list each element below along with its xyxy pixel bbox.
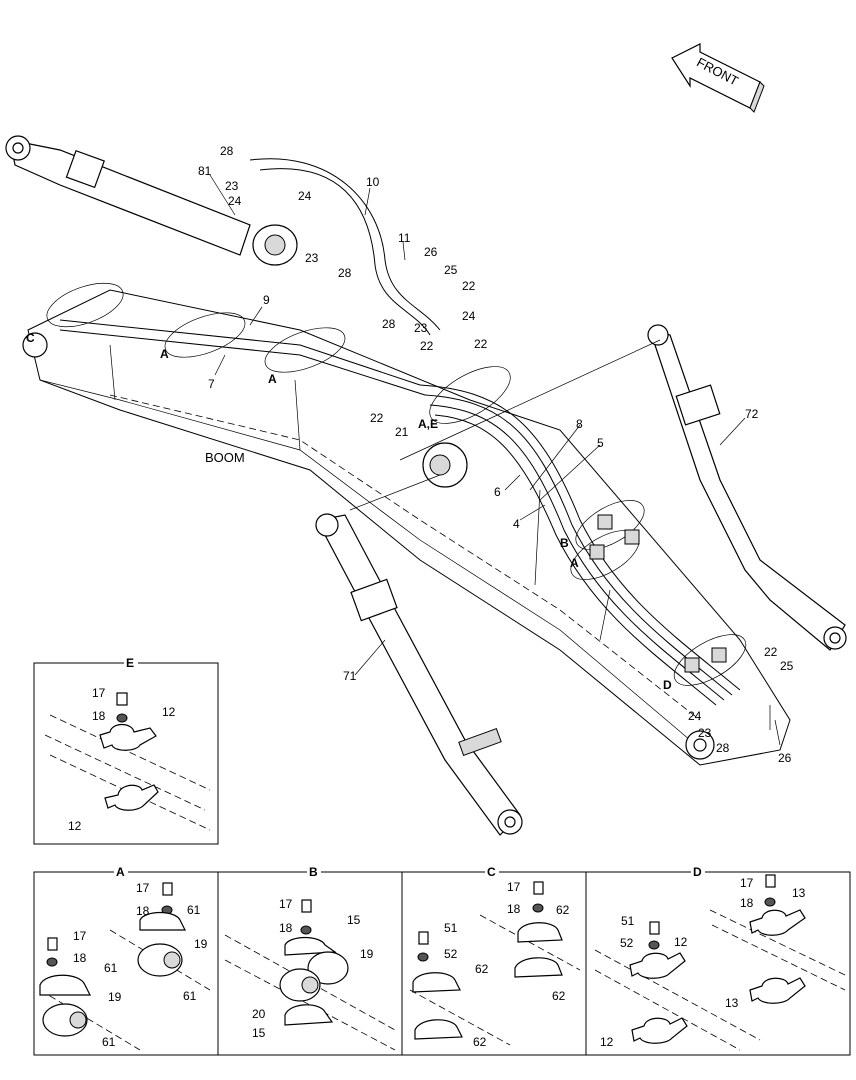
callouts: 81 28 23 24 24 23 28 10 11 26 25 22 28 2… [26,144,794,765]
detail-d-12a: 12 [674,935,688,949]
detail-c-62a: 62 [556,903,570,917]
callout-72: 72 [745,407,759,421]
detail-c-17: 17 [507,880,521,894]
detail-a-18b: 18 [73,951,87,965]
detail-c-62d: 62 [473,1035,487,1049]
detail-d-13a: 13 [792,886,806,900]
detail-c-title: C [487,865,496,879]
detail-d-18: 18 [740,896,754,910]
callout-a: A [570,556,579,570]
detail-c-52: 52 [444,947,458,961]
detail-e-title: E [126,656,134,670]
detail-d-17: 17 [740,876,754,890]
callout-25: 25 [444,263,458,277]
boom: BOOM [22,289,791,766]
callout-23: 23 [414,321,428,335]
callout-6: 6 [494,485,501,499]
callout-a: A [268,372,277,386]
front-arrow: FRONT [671,43,765,113]
detail-d-13b: 13 [725,996,739,1010]
detail-b-17: 17 [279,897,293,911]
detail-b-19: 19 [360,947,374,961]
detail-b-18: 18 [279,921,293,935]
callout-4: 4 [513,517,520,531]
detail-e-12a: 12 [162,705,176,719]
callout-24: 24 [298,189,312,203]
callout-b: B [560,536,569,550]
detail-c: C 17 18 62 51 52 62 62 62 [401,864,587,1056]
detail-e-17: 17 [92,686,106,700]
callout-9: 9 [263,293,270,307]
callout-25: 25 [780,659,794,673]
callout-a-e: A,E [418,417,438,431]
clamp-locations [46,282,747,686]
boom-cylinder [315,513,523,836]
detail-b-20: 20 [252,1007,266,1021]
callout-24: 24 [688,709,702,723]
callout-10: 10 [366,175,380,189]
detail-a-19b: 19 [108,990,122,1004]
callout-81: 81 [198,164,212,178]
callout-28: 28 [382,317,396,331]
detail-c-51: 51 [444,921,458,935]
detail-d: D 17 18 13 51 52 12 13 12 [585,864,851,1056]
detail-d-12b: 12 [600,1035,614,1049]
leader-lines [209,174,781,746]
detail-a-61a: 61 [187,903,201,917]
detail-a-61c: 61 [104,961,118,975]
callout-c: C [26,331,35,345]
detail-d-52: 52 [620,936,634,950]
detail-e-12b: 12 [68,819,82,833]
hose-bundle [59,158,741,706]
callout-22: 22 [370,411,384,425]
callout-22: 22 [462,279,476,293]
detail-c-18: 18 [507,902,521,916]
callout-28: 28 [338,266,352,280]
callout-28: 28 [716,741,730,755]
callout-d: D [663,678,672,692]
detail-a-61d: 61 [102,1035,116,1049]
detail-b-title: B [309,865,318,879]
callout-23: 23 [698,726,712,740]
bucket-side-cylinder [647,324,847,651]
detail-a-61b: 61 [183,989,197,1003]
detail-a-17a: 17 [136,881,150,895]
callout-5: 5 [597,436,604,450]
detail-a-17b: 17 [73,929,87,943]
detail-b-15a: 15 [347,913,361,927]
detail-a-title: A [116,865,125,879]
callout-24: 24 [462,309,476,323]
callout-71: 71 [343,669,357,683]
callout-7: 7 [208,377,215,391]
callout-23: 23 [305,251,319,265]
callout-26: 26 [778,751,792,765]
callout-21: 21 [395,425,409,439]
callout-24: 24 [228,194,242,208]
arm-cylinder [5,135,298,266]
detail-a-18a: 18 [136,904,150,918]
callout-22: 22 [764,645,778,659]
callout-a: A [160,347,169,361]
callout-8: 8 [576,417,583,431]
detail-e: E 17 18 12 12 [33,655,219,845]
callout-22: 22 [420,339,434,353]
callout-26: 26 [424,245,438,259]
detail-c-62c: 62 [552,989,566,1003]
detail-b-15b: 15 [252,1026,266,1040]
detail-e-18: 18 [92,709,106,723]
detail-a: A 17 18 61 19 61 17 18 61 19 61 [33,864,219,1056]
callout-22: 22 [474,337,488,351]
detail-a-19a: 19 [194,937,208,951]
callout-28: 28 [220,144,234,158]
detail-b: B 17 18 15 19 20 15 [217,864,403,1056]
callout-11: 11 [398,231,411,245]
boom-label: BOOM [205,450,245,465]
detail-d-51: 51 [621,914,635,928]
callout-23: 23 [225,179,239,193]
detail-c-62b: 62 [475,962,489,976]
detail-d-title: D [693,865,702,879]
